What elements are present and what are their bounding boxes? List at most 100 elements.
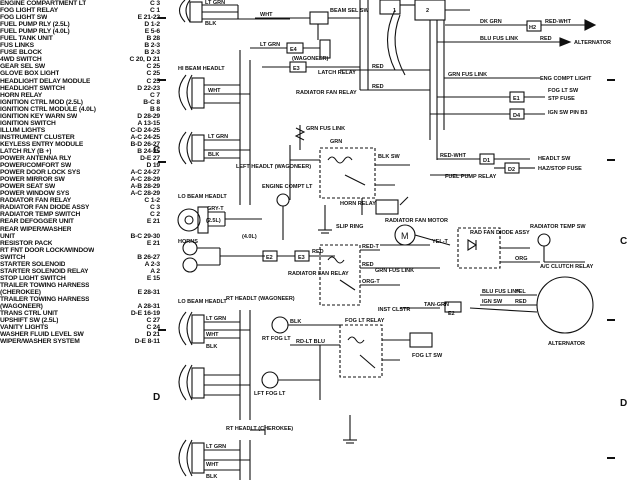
engine-compt-lt bbox=[276, 193, 290, 240]
index-row-ref: A-C 24-25 bbox=[130, 133, 161, 141]
index-row: ENGINE COMPARTMENT LT C 3 bbox=[0, 0, 160, 7]
label-tan-grn: TAN-GRN bbox=[424, 302, 449, 308]
index-row-ref: B 28 bbox=[146, 35, 160, 43]
index-row: (CHEROKEE)E 28-31 bbox=[0, 289, 160, 296]
connector-e4 bbox=[250, 39, 331, 59]
label-rt-headlt2: RT HEADLT (CHEROKEE) bbox=[226, 426, 293, 432]
label-lo-beam-headlt2: LO BEAM HEADLT bbox=[178, 299, 227, 305]
label-blk-fog: BLK bbox=[290, 319, 301, 325]
lo-beam-headlamp-bottom-2 bbox=[178, 364, 205, 401]
index-row-label: VANITY LIGHTS bbox=[0, 324, 49, 332]
label-lft-fog-lt: LFT FOG LT bbox=[254, 391, 286, 397]
label-fog-lt-relay: FOG LT RELAY bbox=[345, 318, 385, 324]
label-blk-bot: BLK bbox=[206, 474, 217, 480]
index-row: REAR WIPER/WASHER bbox=[0, 226, 160, 233]
index-row-ref: A-C 28-29 bbox=[130, 190, 161, 198]
headlamp-wiring bbox=[197, 4, 290, 480]
label-blu-fus-link2: BLU FUS LINK bbox=[482, 289, 520, 295]
index-row-ref: D-E 16-19 bbox=[130, 310, 160, 318]
index-row-label: (CHEROKEE) bbox=[0, 288, 41, 296]
label-e2: E2 bbox=[266, 255, 273, 261]
ground-symbols bbox=[250, 205, 357, 444]
index-row-ref: C 3 bbox=[150, 0, 160, 7]
zone-letter-d-right: D bbox=[620, 398, 628, 409]
hi-beam-headlamp-2 bbox=[178, 131, 205, 165]
index-row-label: FOG LIGHT RELAY bbox=[0, 7, 59, 15]
label-red-rad: RED bbox=[372, 84, 384, 90]
index-row: TRAILER TOWING HARNESS bbox=[0, 296, 160, 303]
label-fuel-pump-relay: FUEL PUMP RELAY bbox=[445, 174, 497, 180]
radiator-fan-relay bbox=[319, 244, 440, 306]
index-row-ref: B-D 26-27 bbox=[130, 140, 161, 148]
index-row-label: ILLUM LIGHTS bbox=[0, 126, 46, 134]
label-wht-top: WHT bbox=[260, 12, 273, 18]
index-row-label: STARTER SOLENOID bbox=[0, 260, 66, 268]
label-grn-fus-link: GRN FUS LINK bbox=[306, 126, 345, 132]
label-stp-fuse: STP FUSE bbox=[548, 96, 575, 102]
index-row-ref: D 22-23 bbox=[137, 84, 160, 92]
index-row: UPSHIFT SW (2.5L)C 27 bbox=[0, 317, 160, 324]
label-d4: D4 bbox=[513, 113, 521, 119]
index-row-ref: D 28-29 bbox=[137, 112, 160, 120]
label-grn-horn: GRN bbox=[330, 139, 342, 145]
index-row-label: ENGINE COMPARTMENT LT bbox=[0, 0, 87, 7]
index-row-label: STOP LIGHT SWITCH bbox=[0, 274, 66, 282]
label-wht-mid: WHT bbox=[208, 88, 221, 94]
latch-relay-feed bbox=[340, 69, 390, 91]
rt-headlamp-cherokee bbox=[178, 439, 205, 477]
diagram-labels: LT GRN BLK WHT BEAM SEL SW LT GRN (WAGON… bbox=[178, 0, 611, 480]
label-red-top: RED bbox=[540, 36, 552, 42]
index-row-ref: C-D 24-25 bbox=[130, 126, 161, 134]
index-row-ref: D-E 27 bbox=[140, 155, 160, 163]
index-row-ref: C 2 bbox=[150, 211, 160, 219]
label-haz-stop-fuse: HAZ/STOP FUSE bbox=[538, 166, 582, 172]
index-row-label: FUSE BLOCK bbox=[0, 49, 42, 57]
lo-beam-headlamp bbox=[177, 206, 209, 234]
label-hi-beam-headlt: HI BEAM HEADLT bbox=[178, 66, 225, 72]
label-rt-headlt: RT HEADLT (WAGONEER) bbox=[226, 296, 295, 302]
label-dk-grn: DK GRN bbox=[480, 19, 502, 25]
horns bbox=[182, 240, 198, 273]
index-row-ref: A 2-3 bbox=[144, 260, 160, 268]
label-lt-grn-bot: LT GRN bbox=[206, 444, 226, 450]
label-red-relay: RED bbox=[362, 262, 374, 268]
label-blk-sw: BLK SW bbox=[378, 154, 401, 160]
connector-e2-alt bbox=[444, 301, 462, 313]
index-row-label: POWER SEAT SW bbox=[0, 183, 56, 191]
label-radiator-temp-sw: RADIATOR TEMP SW bbox=[530, 224, 586, 230]
index-row-label: REAR WIPER/WASHER bbox=[0, 225, 72, 233]
hi-beam-headlamp-top bbox=[178, 0, 203, 23]
alternator bbox=[400, 276, 594, 334]
connector-e1 bbox=[437, 91, 545, 103]
index-row-ref: D-E 8-11 bbox=[134, 338, 160, 346]
label-yel-t: YEL-T bbox=[432, 239, 449, 245]
label-left-headlt: LEFT HEADLT (WAGONEER) bbox=[236, 164, 311, 170]
label-radiator-fan-motor: RADIATOR FAN MOTOR bbox=[385, 218, 448, 224]
label-blk-mid: BLK bbox=[208, 152, 219, 158]
index-row: RADIATOR TEMP SWITCH C 2 bbox=[0, 211, 160, 218]
index-row-label: IGNITION CTRL MODULE (4.0L) bbox=[0, 105, 96, 113]
label-blk-lo: BLK bbox=[206, 344, 217, 350]
index-row-label: RADIATOR TEMP SWITCH bbox=[0, 211, 81, 219]
index-row-label: POWER/COMFORT SW bbox=[0, 162, 72, 170]
label-ign-sw-pin: IGN SW PIN B3 bbox=[548, 110, 587, 116]
index-row-label: (WAGONEER) bbox=[0, 303, 43, 311]
zone-letter-c-right: C bbox=[620, 236, 628, 247]
label-radiator-fan-relay: RADIATOR FAN RELAY bbox=[296, 90, 357, 96]
index-row-label: WIPER/WASHER SYSTEM bbox=[0, 338, 80, 346]
connector-d4 bbox=[430, 108, 545, 120]
index-row-ref: D 1-2 bbox=[144, 21, 160, 29]
label-red-alt: RED bbox=[515, 299, 527, 305]
label-e3b: E3 bbox=[298, 255, 305, 261]
index-row-ref: E 21 bbox=[146, 239, 160, 247]
index-row-ref: C 20, D 21 bbox=[129, 56, 160, 64]
